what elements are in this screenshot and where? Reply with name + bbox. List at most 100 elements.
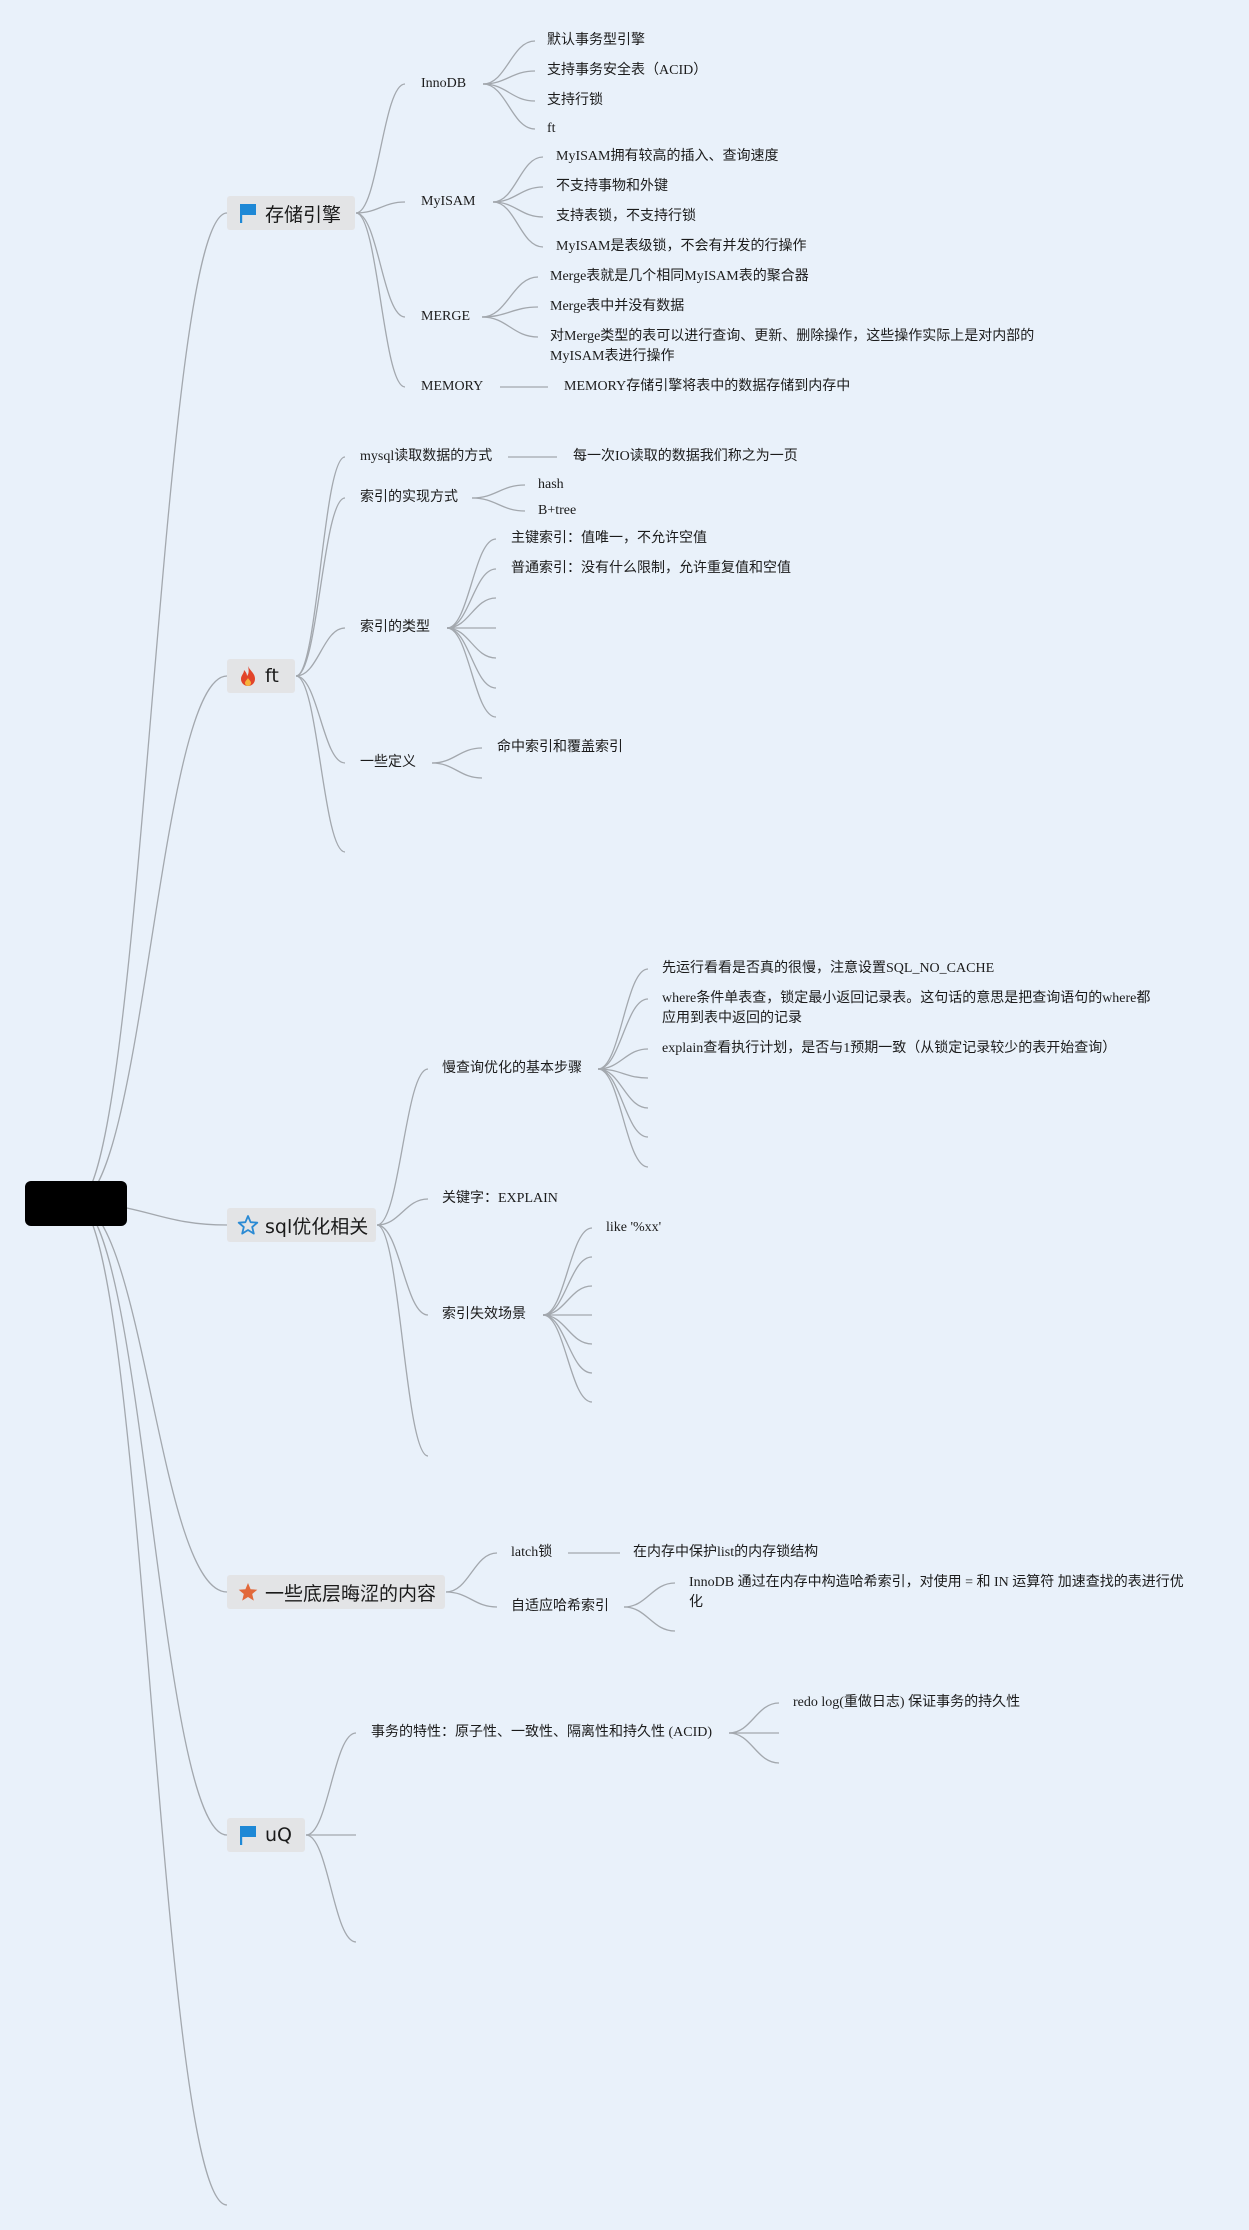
connector-line-19 — [481, 306, 539, 318]
connector-line-26 — [295, 675, 346, 853]
connector-line-32 — [446, 597, 497, 629]
merge-item-1[interactable]: Merge表中并没有数据 — [550, 299, 685, 314]
connector-line-1 — [75, 675, 228, 1204]
node-keyword-explain[interactable]: 关键字：EXPLAIN — [442, 1191, 558, 1206]
connector-line-23 — [295, 497, 346, 677]
connector-line-52 — [542, 1285, 593, 1316]
connector-line-43 — [597, 968, 649, 1070]
connector-line-39 — [376, 1068, 429, 1226]
merge-item-2[interactable]: 对Merge类型的表可以进行查询、更新、删除操作，这些操作实际上是对内部的MyI… — [550, 329, 1035, 364]
node-slow-query-steps[interactable]: 慢查询优化的基本步骤 — [442, 1061, 582, 1076]
connector-line-3 — [75, 1202, 228, 1593]
merge-item-0[interactable]: Merge表就是几个相同MyISAM表的聚合器 — [550, 269, 809, 284]
transaction-acid-item-0[interactable]: redo log(重做日志) 保证事务的持久性 — [793, 1695, 1021, 1710]
innodb-item-1[interactable]: 支持事务安全表（ACID） — [547, 63, 708, 78]
connector-line-11 — [482, 70, 536, 85]
connector-line-42 — [376, 1224, 429, 1457]
connector-line-45 — [597, 1048, 649, 1070]
connector-line-60 — [623, 1582, 676, 1608]
connector-line-49 — [597, 1068, 649, 1168]
connector-line-44 — [597, 998, 649, 1070]
connector-line-65 — [728, 1702, 780, 1734]
topic-ft[interactable]: ft — [227, 659, 295, 693]
connector-line-40 — [376, 1198, 429, 1226]
definitions-item-0[interactable]: 命中索引和覆盖索引 — [497, 740, 623, 755]
index-types-item-1[interactable]: 普通索引：没有什么限制，允许重复值和空值 — [511, 561, 791, 576]
index-types-item-0[interactable]: 主键索引：值唯一，不允许空值 — [511, 531, 707, 546]
node-adaptive-hash[interactable]: 自适应哈希索引 — [511, 1599, 609, 1614]
myisam-item-3[interactable]: MyISAM是表级锁，不会有并发的行操作 — [556, 239, 807, 254]
node-latch-lock[interactable]: latch锁 — [511, 1545, 553, 1560]
slow-query-step-0[interactable]: 先运行看看是否真的很慢，注意设置SQL_NO_CACHE — [662, 961, 995, 976]
node-transaction-acid[interactable]: 事务的特性：原子性、一致性、隔离性和持久性 (ACID) — [371, 1725, 713, 1740]
connector-line-47 — [597, 1068, 649, 1109]
topic-sql-optimization[interactable]: sql优化相关 — [227, 1208, 376, 1242]
star-filled-icon — [237, 1581, 259, 1603]
innodb-item-0[interactable]: 默认事务型引擎 — [547, 33, 645, 48]
connector-line-15 — [492, 186, 544, 203]
node-innodb[interactable]: InnoDB — [421, 76, 467, 91]
connector-line-64 — [305, 1834, 357, 1943]
index-impl-item-0[interactable]: hash — [538, 477, 564, 492]
connector-line-28 — [471, 484, 526, 499]
connector-line-38 — [431, 762, 483, 779]
connector-line-31 — [446, 568, 497, 629]
node-memory[interactable]: MEMORY — [421, 379, 484, 394]
connector-line-55 — [542, 1314, 593, 1374]
connector-line-37 — [431, 747, 483, 764]
node-mysql-read[interactable]: mysql读取数据的方式 — [360, 449, 493, 464]
connector-line-62 — [305, 1732, 357, 1836]
topic-storage-engine[interactable]: 存储引擎 — [227, 196, 355, 230]
connector-line-36 — [446, 627, 497, 718]
connector-line-5 — [75, 1202, 228, 2206]
connector-line-30 — [446, 538, 497, 629]
root-node[interactable] — [25, 1181, 127, 1226]
adaptive-hash-item[interactable]: InnoDB 通过在内存中构造哈希索引，对使用 = 和 IN 运算符 加速查找的… — [689, 1575, 1184, 1610]
topic-label: 一些底层晦涩的内容 — [265, 1582, 437, 1605]
node-merge[interactable]: MERGE — [421, 309, 470, 324]
index-failure-item-0[interactable]: like '%xx' — [606, 1220, 662, 1235]
myisam-item-2[interactable]: 支持表锁，不支持行锁 — [556, 209, 696, 224]
slow-query-step-1[interactable]: where条件单表查，锁定最小返回记录表。这句话的意思是把查询语句的where都… — [662, 991, 1151, 1026]
mysql-read-item[interactable]: 每一次IO读取的数据我们称之为一页 — [573, 449, 798, 464]
connector-line-9 — [355, 212, 406, 388]
node-index-impl[interactable]: 索引的实现方式 — [360, 490, 458, 505]
connector-line-7 — [355, 201, 406, 214]
connector-line-67 — [728, 1732, 780, 1764]
index-impl-item-1[interactable]: B+tree — [538, 503, 577, 518]
connector-line-20 — [481, 316, 539, 338]
star-outline-icon — [237, 1214, 259, 1236]
connector-line-29 — [471, 497, 526, 512]
connector-line-41 — [376, 1224, 429, 1316]
myisam-item-1[interactable]: 不支持事物和外键 — [556, 179, 668, 194]
node-index-types[interactable]: 索引的类型 — [360, 620, 430, 635]
connector-line-35 — [446, 627, 497, 689]
myisam-item-0[interactable]: MyISAM拥有较高的插入、查询速度 — [556, 149, 779, 164]
topic-uq[interactable]: uQ — [227, 1818, 305, 1852]
connector-line-24 — [295, 627, 346, 677]
connector-line-56 — [542, 1314, 593, 1403]
connector-line-0 — [75, 212, 228, 1204]
connector-line-17 — [492, 201, 544, 248]
latch-lock-item[interactable]: 在内存中保护list的内存锁结构 — [633, 1545, 819, 1560]
node-index-failure[interactable]: 索引失效场景 — [442, 1307, 526, 1322]
connector-line-50 — [542, 1227, 593, 1316]
fire-icon — [237, 665, 259, 687]
topic-label: ft — [265, 665, 279, 687]
innodb-item-3[interactable]: ft — [547, 121, 556, 136]
slow-query-step-2[interactable]: explain查看执行计划，是否与1预期一致（从锁定记录较少的表开始查询） — [662, 1041, 1117, 1056]
connector-line-22 — [295, 456, 346, 677]
node-myisam[interactable]: MyISAM — [421, 194, 476, 209]
topic-label: uQ — [265, 1824, 292, 1846]
memory-item[interactable]: MEMORY存储引擎将表中的数据存储到内存中 — [564, 379, 851, 394]
topic-low-level[interactable]: 一些底层晦涩的内容 — [227, 1575, 445, 1609]
connector-line-13 — [482, 83, 536, 130]
connector-line-14 — [492, 156, 544, 203]
flag-icon — [237, 1824, 259, 1846]
node-definitions[interactable]: 一些定义 — [360, 755, 416, 770]
innodb-item-2[interactable]: 支持行锁 — [547, 93, 603, 108]
connector-line-51 — [542, 1256, 593, 1316]
topic-label: 存储引擎 — [265, 203, 342, 226]
